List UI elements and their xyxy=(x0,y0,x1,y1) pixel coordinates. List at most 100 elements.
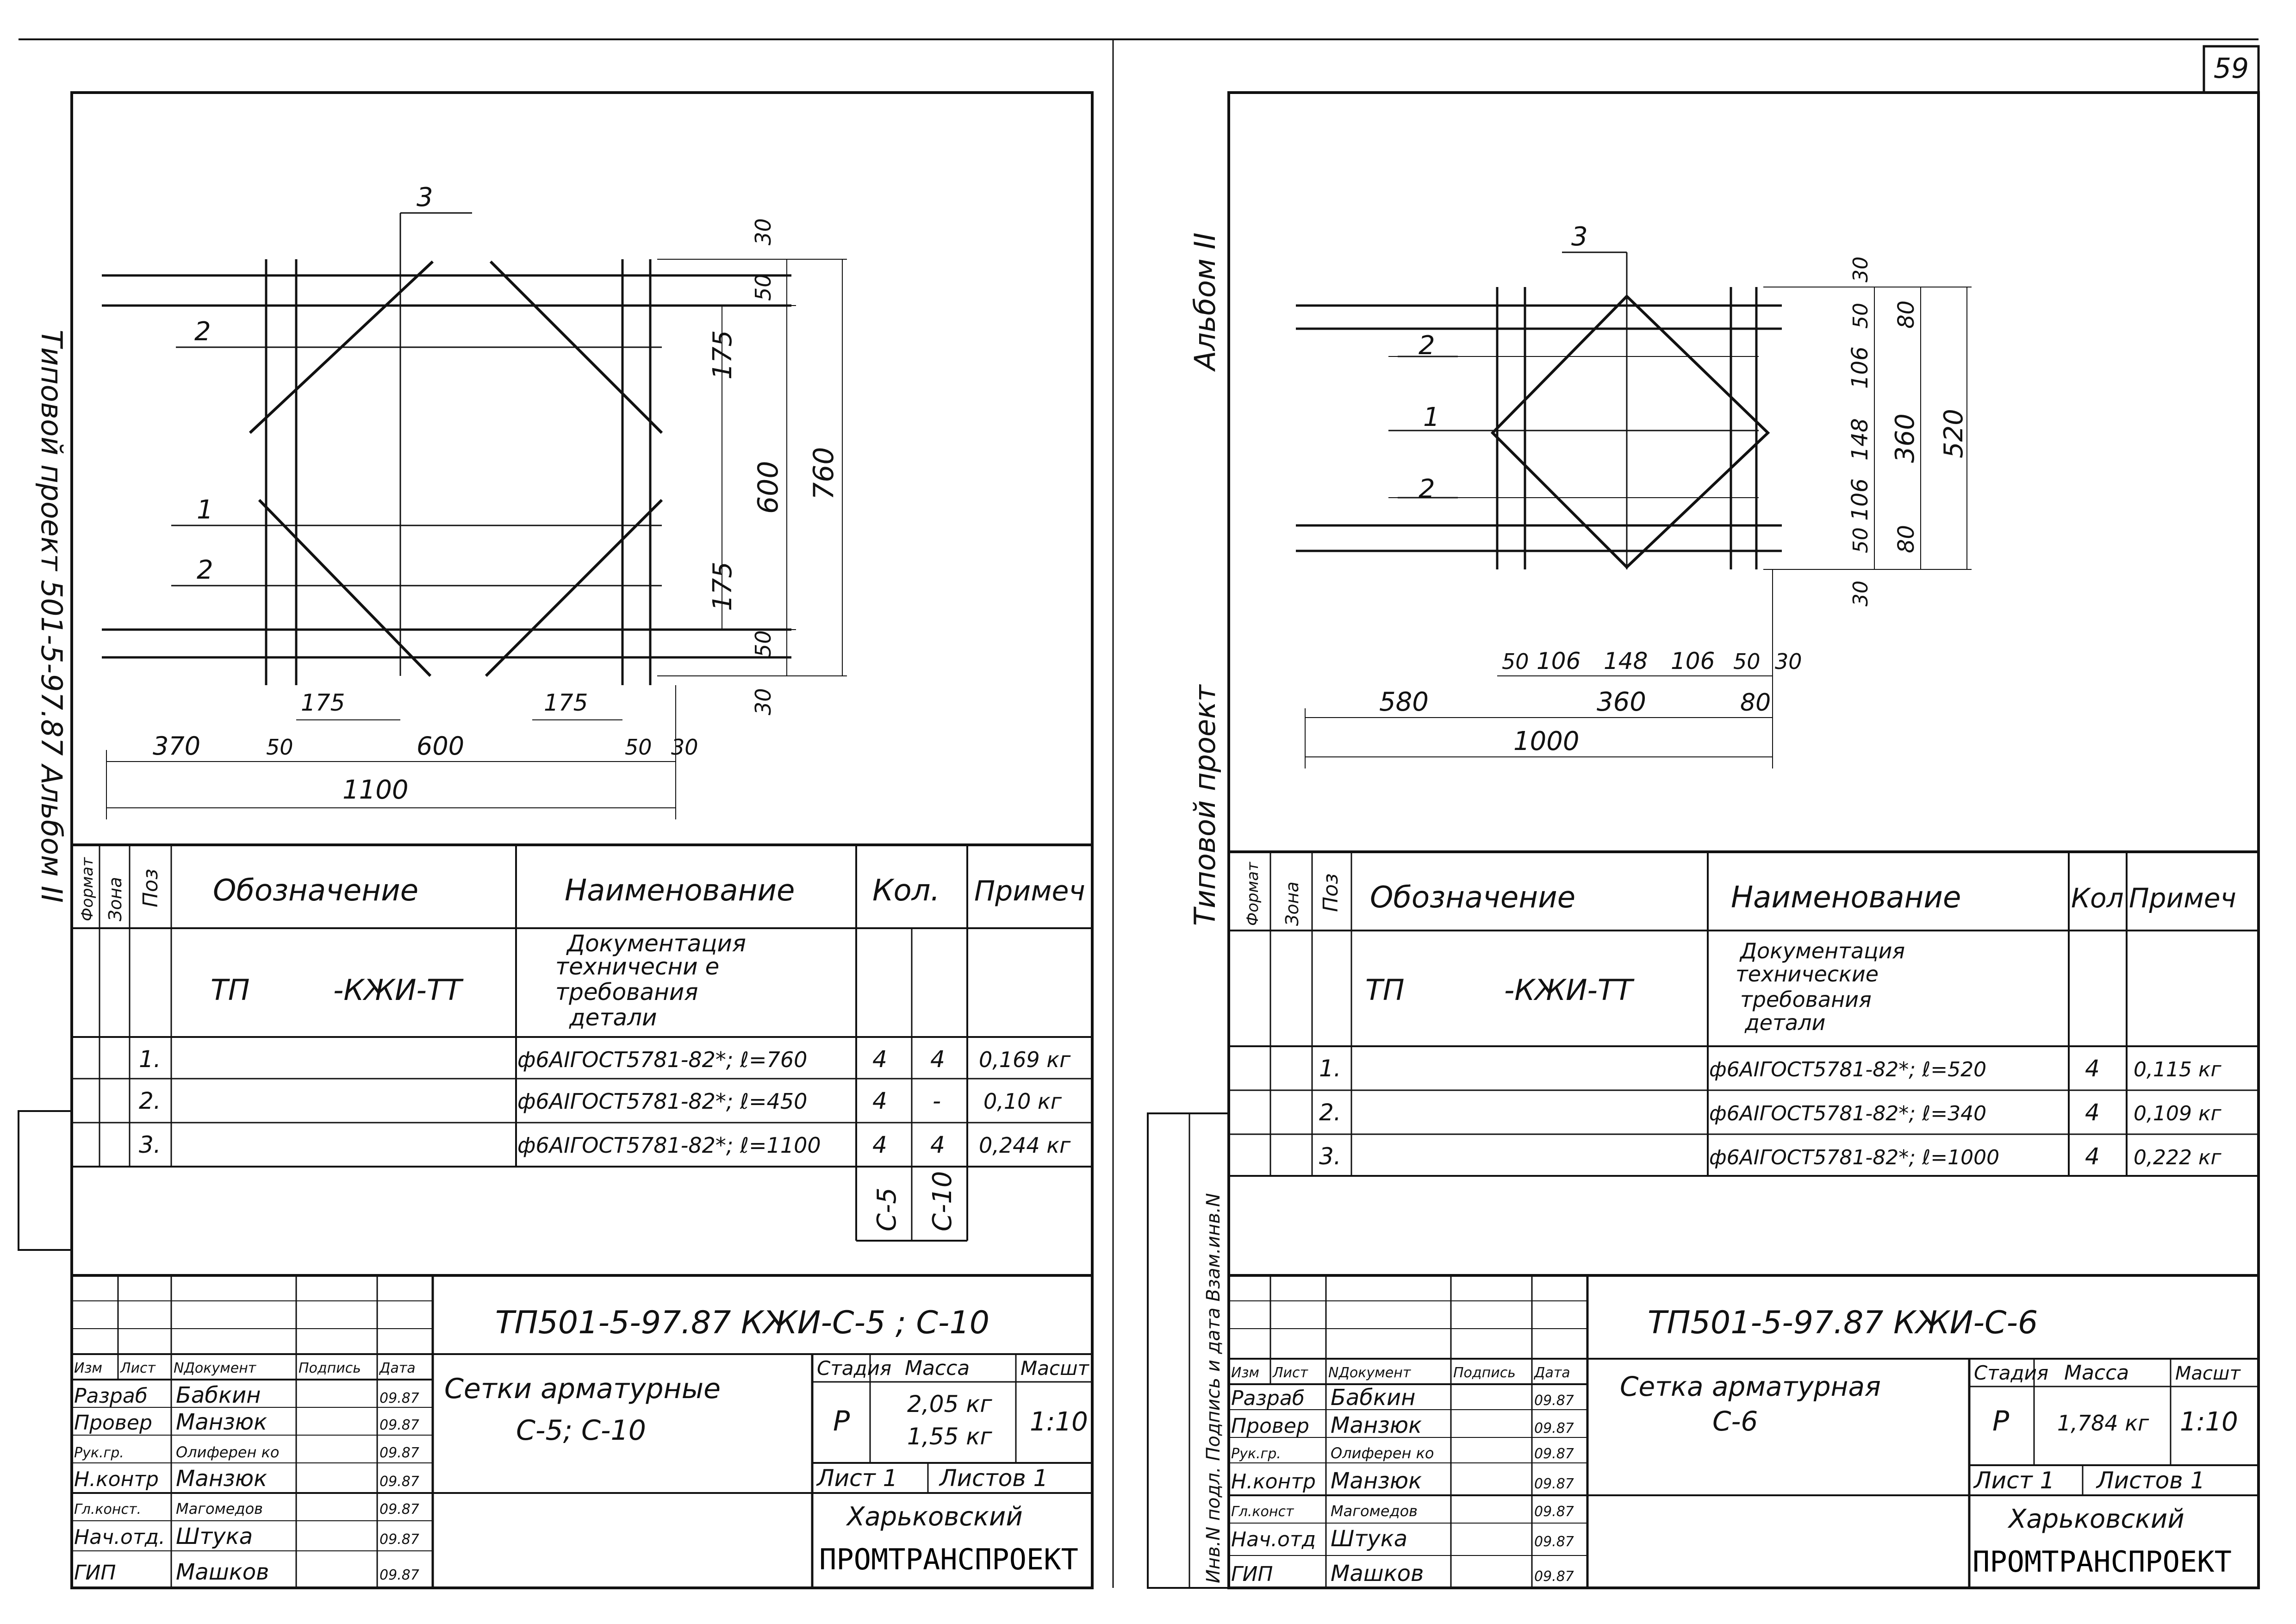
dim-v148: 148 xyxy=(1847,418,1873,461)
hdr-designation: Обозначение xyxy=(1370,881,1575,915)
row3-q2: 4 xyxy=(930,1131,945,1158)
stamp-person-name: Олиферен ко xyxy=(176,1443,279,1461)
title-block-left-right: Сетки арматурные С-5; С-10 Стадия Масса … xyxy=(444,1356,1089,1576)
stamp-head-date: Дата xyxy=(1533,1365,1570,1381)
hdr-name: Наименование xyxy=(1731,881,1961,915)
stamp-head-izm: Изм xyxy=(74,1360,102,1376)
dim-v50a: 50 xyxy=(1849,303,1873,329)
row3-note: 0,244 кг xyxy=(979,1133,1071,1158)
doc-name-3: требования xyxy=(1740,987,1872,1012)
dim-h360: 360 xyxy=(1597,687,1646,717)
row2-note: 0,10 кг xyxy=(983,1089,1062,1114)
bar-diag1 xyxy=(249,260,434,434)
dim-h50a: 50 xyxy=(266,735,293,760)
hdr-zone: Зона xyxy=(1282,881,1302,926)
stamp-code: ТП501-5-97.87 КЖИ-С-5 ; С-10 xyxy=(495,1305,989,1341)
pos-label-2b: 2 xyxy=(1419,474,1435,504)
stamp-person-name: Штука xyxy=(176,1524,253,1549)
stamp-date: 09.87 xyxy=(380,1390,419,1406)
stamp-date: 09.87 xyxy=(380,1501,419,1518)
right-sheet: Инв.N подл. Подпись и дата Взам.инв.N Ал… xyxy=(1147,91,2260,1589)
row2-name: ф6АIГОСТ5781-82*; ℓ=450 xyxy=(517,1089,807,1114)
stamp-role: Гл.конст xyxy=(1231,1504,1294,1520)
stamp-mass2: 1,55 кг xyxy=(907,1423,992,1450)
dim-v106a: 106 xyxy=(1847,346,1873,389)
hdr-qty: Кол. xyxy=(872,874,940,908)
bar-diag2 xyxy=(489,260,663,434)
stamp-role: Н.контр xyxy=(74,1468,159,1491)
pos-label-2b: 2 xyxy=(197,555,213,585)
stamp-title-2: С-6 xyxy=(1712,1405,1758,1437)
row1-q: 4 xyxy=(2085,1055,2100,1082)
right-side-project: Типовой проект xyxy=(1188,684,1222,926)
row1-name: ф6АIГОСТ5781-82*; ℓ=760 xyxy=(517,1047,807,1072)
hdr-pos: Поз xyxy=(139,869,162,907)
doc-name-4: детали xyxy=(1744,1010,1825,1035)
stamp-role: ГИП xyxy=(1231,1562,1273,1586)
stamp-date: 09.87 xyxy=(380,1531,419,1548)
stamp-person-name: Магомедов xyxy=(1331,1502,1418,1520)
pos-label-1: 1 xyxy=(1423,402,1440,432)
dim-h175a: 175 xyxy=(301,689,345,716)
stamp-title-1: Сетки арматурные xyxy=(444,1373,721,1405)
stamp-date: 09.87 xyxy=(1534,1476,1574,1492)
stamp-date: 09.87 xyxy=(1534,1534,1574,1550)
stamp-stage: Р xyxy=(833,1405,850,1437)
row2-note: 0,109 кг xyxy=(2134,1102,2222,1125)
row3-name: ф6АIГОСТ5781-82*; ℓ=1100 xyxy=(517,1133,821,1158)
row1-pos: 1. xyxy=(1319,1055,1341,1082)
stamp-mass1: 2,05 кг xyxy=(907,1391,992,1418)
pos-label-2a: 2 xyxy=(194,317,211,347)
pos-label-3: 3 xyxy=(417,182,433,212)
pos-label-1: 1 xyxy=(197,495,213,525)
stamp-person-name: Манзюк xyxy=(1331,1468,1422,1494)
row2-q2: - xyxy=(933,1087,941,1114)
row1-q1: 4 xyxy=(872,1046,887,1073)
mesh-drawing-c6: 3 2 1 2 30 50 106 148 106 50 30 80 360 8… xyxy=(1296,222,1972,768)
dim-h370: 370 xyxy=(153,731,200,761)
dim-h1100: 1100 xyxy=(342,775,409,805)
stamp-sheets: Листов 1 xyxy=(2096,1467,2205,1494)
hdr-qty: Кол xyxy=(2071,882,2124,914)
row2-pos: 2. xyxy=(139,1087,161,1114)
stamp-date: 09.87 xyxy=(1534,1504,1574,1520)
hdr-zone: Зона xyxy=(105,877,125,921)
stamp-role: ГИП xyxy=(74,1561,116,1585)
stamp-org1: Харьковский xyxy=(846,1502,1023,1532)
stamp-mass-h: Масса xyxy=(905,1356,970,1380)
stamp-role: Провер xyxy=(74,1411,152,1435)
dim-h80: 80 xyxy=(1740,689,1771,717)
spec-table-right: Формат Зона Поз Обозначение Наименование… xyxy=(1229,850,2259,1177)
doc-designation-a: ТП xyxy=(1365,973,1405,1007)
stamp-role: Нач.отд xyxy=(1231,1528,1316,1551)
dim-bot30: 30 xyxy=(751,688,776,715)
hdr-pos: Поз xyxy=(1319,874,1343,912)
right-frame xyxy=(1227,91,2260,1589)
stamp-date: 09.87 xyxy=(1534,1393,1574,1409)
bar-diag-rhombus xyxy=(1490,294,1770,569)
stamp-sheets: Листов 1 xyxy=(939,1465,1048,1492)
doc-designation-b: -КЖИ-ТТ xyxy=(333,973,464,1007)
dim-v600: 600 xyxy=(752,461,784,514)
stamp-org2: ПРОМТРАНСПРОЕКТ xyxy=(1972,1545,2232,1579)
hdr-designation: Обозначение xyxy=(213,874,418,908)
stamp-sheet: Лист 1 xyxy=(816,1465,897,1492)
stamp-role: Разраб xyxy=(1231,1387,1305,1410)
stamp-head-date: Дата xyxy=(379,1360,416,1376)
stamp-head-list: Лист xyxy=(1272,1365,1309,1381)
stamp-role: Провер xyxy=(1231,1414,1309,1438)
dim-h30: 30 xyxy=(671,735,698,760)
dim-v50b: 50 xyxy=(751,630,776,657)
stamp-role: Нач.отд. xyxy=(74,1525,165,1549)
spec-table-left: Формат Зона Поз Обозначение Наименование… xyxy=(72,843,1092,1242)
stamp-date: 09.87 xyxy=(380,1567,419,1583)
stamp-head-list: Лист xyxy=(120,1360,156,1376)
stamp-date: 09.87 xyxy=(380,1417,419,1433)
doc-name-2: техничесни е xyxy=(555,953,719,980)
stamp-person-name: Бабкин xyxy=(1331,1385,1416,1411)
mesh-drawing-c5: 3 2 1 2 30 50 175 600 760 175 50 30 xyxy=(102,182,847,819)
left-frame xyxy=(70,91,1094,1589)
dim-v175a: 175 xyxy=(708,330,738,380)
